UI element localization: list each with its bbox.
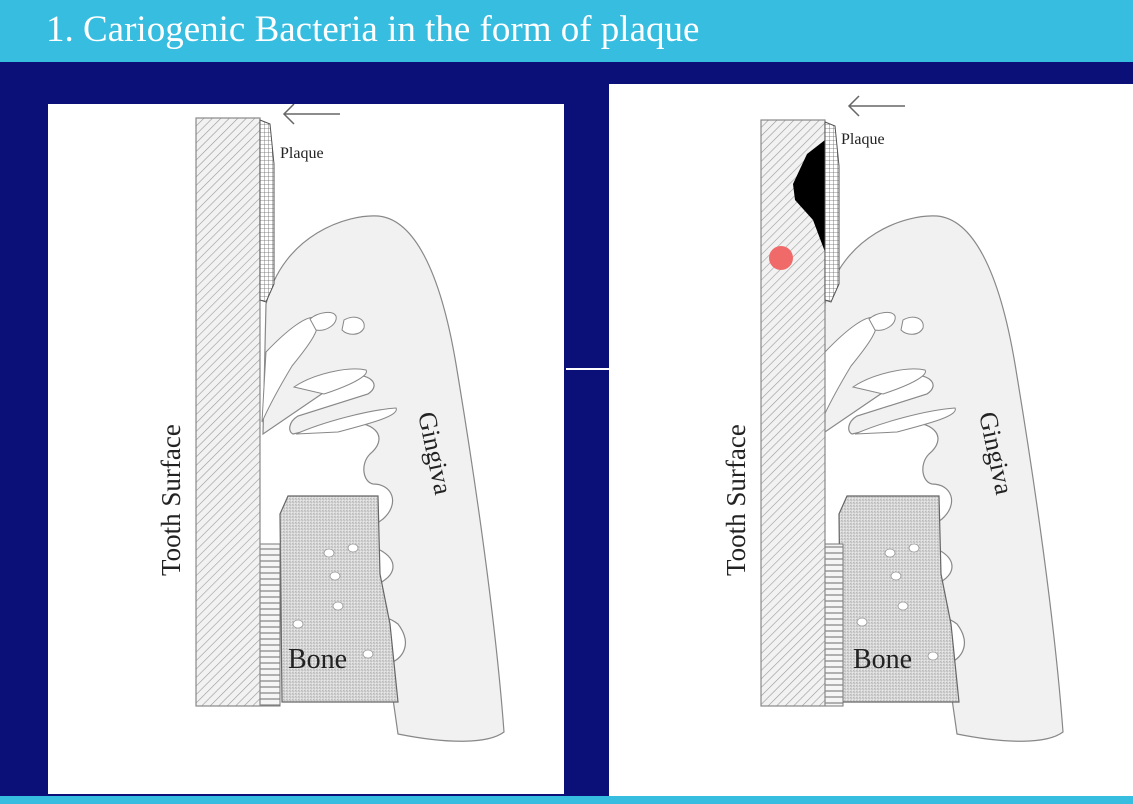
caries-lesion-shape: [793, 140, 825, 252]
diagram-panel-right: Plaque Tooth Surface Gingiva Bone: [609, 84, 1133, 796]
label-plaque: Plaque: [841, 131, 885, 148]
label-tooth-surface: Tooth Surface: [156, 424, 186, 576]
ligament-stripes: [822, 543, 844, 707]
plaque-shape: [259, 119, 275, 303]
slide-title: 1. Cariogenic Bacteria in the form of pl…: [46, 9, 700, 50]
plaque-arrow-icon: [282, 104, 340, 125]
label-tooth-surface: Tooth Surface: [721, 424, 751, 576]
label-bone: Bone: [288, 644, 347, 675]
tooth-shape: [195, 117, 261, 707]
center-divider-line: [566, 368, 609, 370]
tooth-diagram-left: Plaque Tooth Surface Gingiva Bone: [156, 104, 505, 742]
title-bar: 1. Cariogenic Bacteria in the form of pl…: [0, 0, 1133, 62]
tooth-diagram-right: Plaque Tooth Surface Gingiva Bone: [721, 95, 1064, 742]
ligament-stripes: [257, 543, 281, 707]
plaque-arrow-icon: [847, 95, 905, 117]
bone-shape: [838, 495, 960, 703]
plaque-shape: [824, 121, 840, 303]
diagram-panel-left: Plaque Tooth Surface Gingiva Bone: [48, 104, 564, 794]
label-plaque: Plaque: [280, 145, 324, 162]
label-bone: Bone: [853, 644, 912, 675]
bottom-accent-bar: [0, 796, 1133, 804]
lesion-dot: [769, 246, 793, 270]
